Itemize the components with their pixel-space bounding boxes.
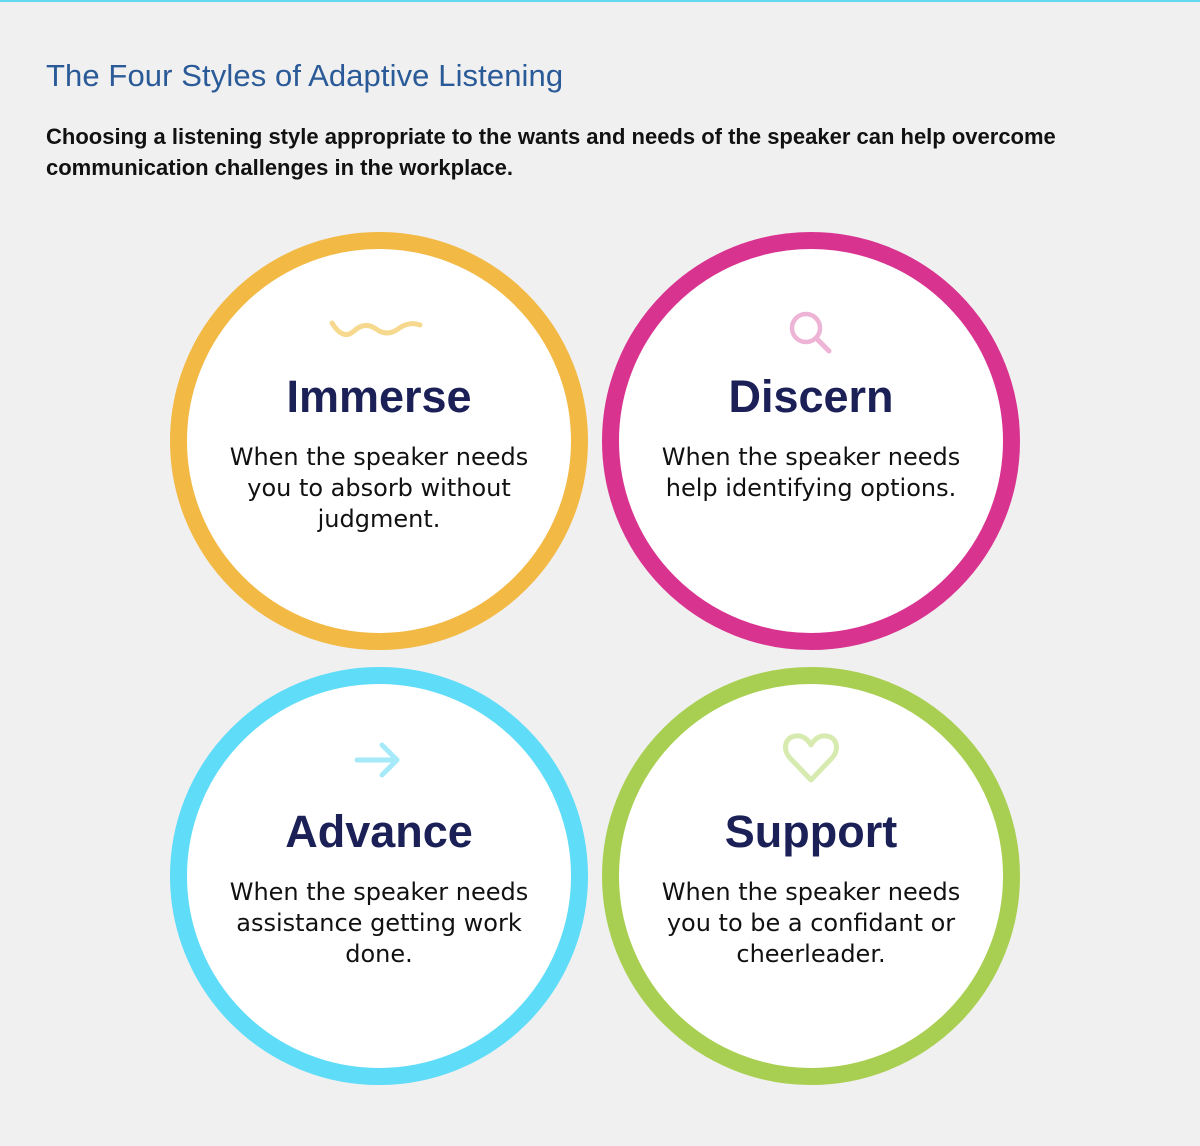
style-description-immerse: When the speaker needs you to absorb wit… <box>229 443 529 533</box>
style-circle-discern: Discern When the speaker needs help iden… <box>602 232 1020 650</box>
style-name-discern: Discern <box>728 371 894 422</box>
style-name-advance: Advance <box>285 806 473 857</box>
style-description-support: When the speaker needs you to be a confi… <box>661 878 961 968</box>
style-description-discern: When the speaker needs help identifying … <box>661 443 961 502</box>
wave-icon <box>329 320 423 338</box>
magnifier-icon <box>789 311 832 354</box>
style-circle-advance: Advance When the speaker needs assistanc… <box>170 667 588 1085</box>
style-name-support: Support <box>724 806 898 857</box>
style-name-immerse: Immerse <box>286 371 472 422</box>
page-title: The Four Styles of Adaptive Listening <box>46 58 564 93</box>
style-circle-support: Support When the speaker needs you to be… <box>602 667 1020 1085</box>
arrow-right-icon <box>354 742 400 778</box>
top-accent-rule <box>0 0 1200 2</box>
page-subtitle: Choosing a listening style appropriate t… <box>46 124 1056 180</box>
style-circle-immerse: Immerse When the speaker needs you to ab… <box>170 232 588 650</box>
heart-icon <box>782 733 840 783</box>
style-description-advance: When the speaker needs assistance gettin… <box>229 878 529 968</box>
